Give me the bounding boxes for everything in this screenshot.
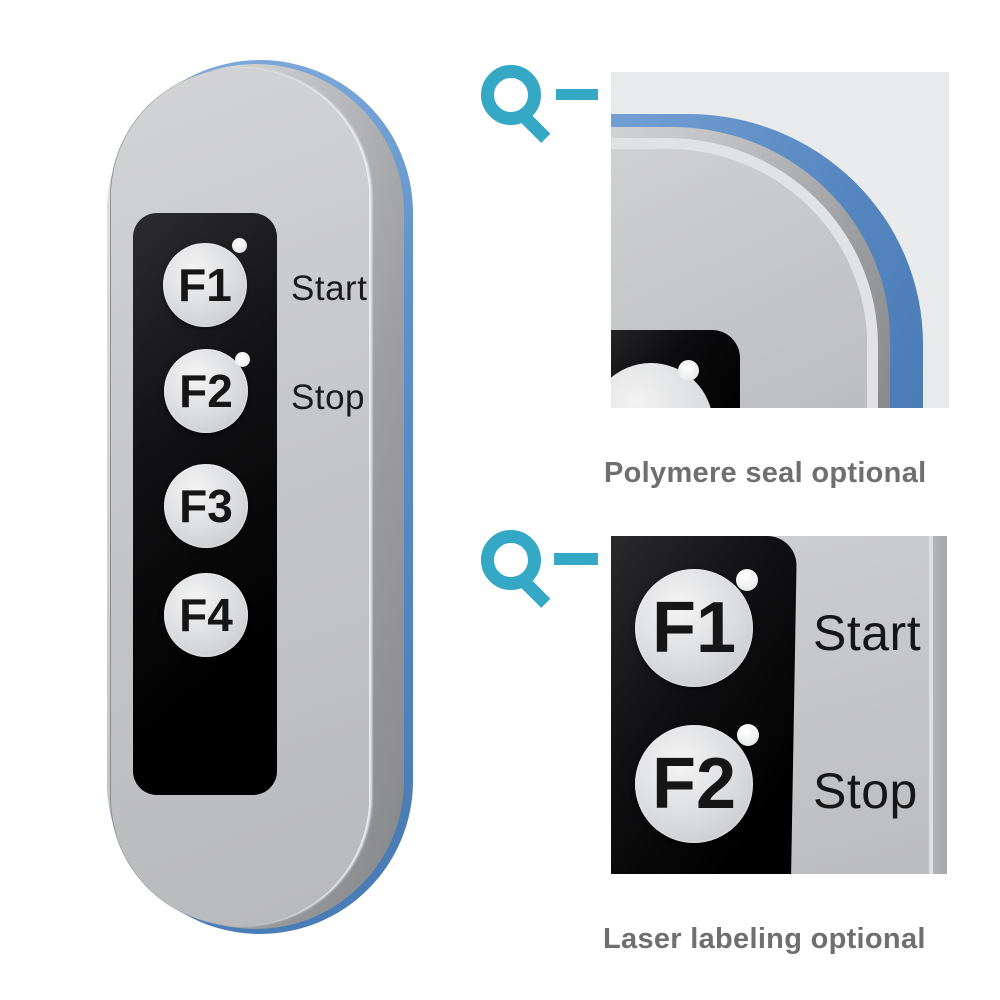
button-f3-label: F3 [179, 480, 233, 532]
zoom-button-f1: F1 [635, 569, 753, 687]
zoom-button-f2-label: F2 [651, 744, 737, 824]
zoom-led-dot-f1 [736, 569, 758, 591]
magnifier-handle [521, 113, 551, 143]
zoom-label-start: Start [813, 605, 922, 661]
detail-panel-labeling: F1 F2 Start Stop [602, 527, 956, 883]
button-f2: F2 [164, 349, 248, 433]
magnifier-icon [481, 65, 557, 143]
caption-laser-labeling: Laser labeling optional [603, 923, 926, 955]
callout-dash [556, 89, 598, 100]
detail-panel-labeling-image: F1 F2 Start Stop [611, 536, 947, 874]
zoom-button-f2: F2 [635, 725, 753, 843]
device-label-start: Start [291, 269, 368, 308]
zoom-button-f1-label: F1 [651, 588, 737, 668]
button-f2-label: F2 [179, 365, 233, 417]
caption-polymer-seal: Polymere seal optional [604, 457, 927, 489]
led-dot-f2 [235, 352, 250, 367]
button-f1-label: F1 [178, 259, 232, 311]
button-f3: F3 [164, 464, 248, 548]
led-dot-f1 [232, 238, 247, 253]
zoom-led-dot [678, 360, 699, 381]
button-f1: F1 [163, 243, 247, 327]
device-label-stop: Stop [291, 378, 365, 417]
magnifier-icon [481, 530, 557, 608]
callout-dash [554, 553, 598, 565]
magnifier-handle [521, 578, 551, 608]
zoom-led-dot-f2 [737, 724, 759, 746]
zoom-edge-band [933, 536, 947, 874]
zoom-edge-highlight [929, 536, 933, 874]
detail-panel-seal [602, 63, 958, 417]
detail-panel-seal-image [611, 72, 949, 408]
button-f4-label: F4 [179, 589, 233, 641]
zoom-label-stop: Stop [813, 763, 918, 819]
button-f4: F4 [164, 573, 248, 657]
